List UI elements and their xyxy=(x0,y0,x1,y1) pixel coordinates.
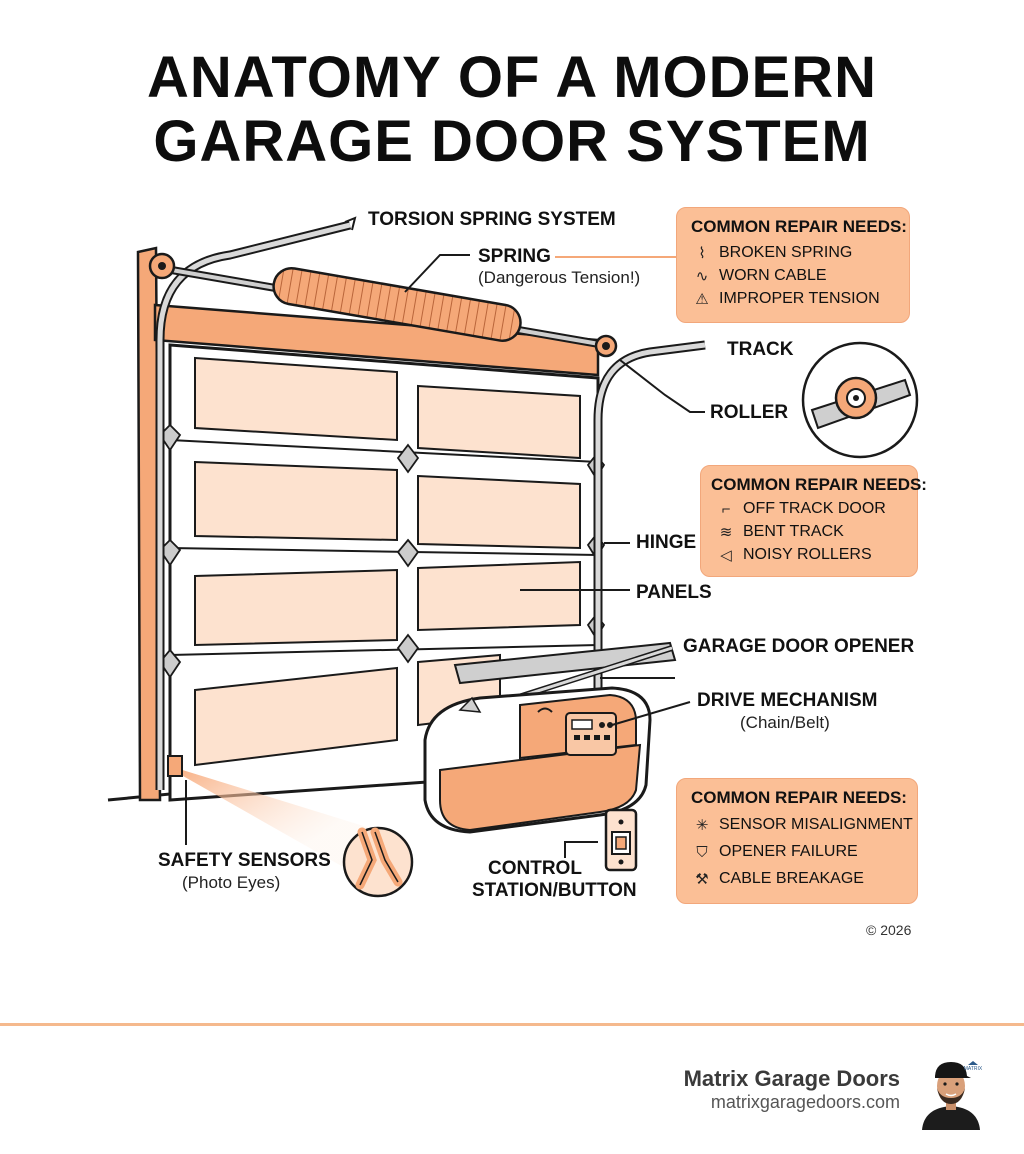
bent-track-icon: ≋ xyxy=(719,524,733,541)
wrench-icon: ⚒ xyxy=(695,871,709,888)
walking-person-icon xyxy=(342,826,414,898)
label-drive-note: (Chain/Belt) xyxy=(740,713,830,732)
repair-item: ≋BENT TRACK xyxy=(715,523,844,541)
repair-box-title: COMMON REPAIR NEEDS: xyxy=(691,217,907,236)
page-title-line-1: ANATOMY OF A MODERN xyxy=(146,45,878,110)
opener-unit xyxy=(423,686,652,834)
label-control-line-1: CONTROL xyxy=(488,858,582,879)
repair-item: ⌇BROKEN SPRING xyxy=(691,244,852,262)
label-spring-note: (Dangerous Tension!) xyxy=(478,268,641,287)
control-station-button xyxy=(604,808,638,872)
worn-cable-icon: ∿ xyxy=(695,268,709,285)
label-garage-door-opener: GARAGE DOOR OPENER xyxy=(683,636,915,657)
repair-box-spring: COMMON REPAIR NEEDS: ⌇BROKEN SPRING ∿WOR… xyxy=(676,207,910,323)
label-hinge: HINGE xyxy=(636,532,697,553)
sensor-icon: ✳ xyxy=(695,817,709,834)
sensor-beam xyxy=(176,768,370,872)
label-sensors-note: (Photo Eyes) xyxy=(182,873,281,892)
torsion-pointer xyxy=(344,216,357,231)
label-control-line-2: STATION/BUTTON xyxy=(472,880,637,901)
broken-spring-icon: ⌇ xyxy=(698,245,706,262)
door-panels xyxy=(153,303,606,802)
repair-box-title: COMMON REPAIR NEEDS: xyxy=(691,788,907,807)
repair-box-track: COMMON REPAIR NEEDS: ⌐OFF TRACK DOOR ≋BE… xyxy=(700,465,927,577)
repair-item: ∿WORN CABLE xyxy=(691,267,827,285)
label-track: TRACK xyxy=(727,339,794,360)
repair-item: ◁NOISY ROLLERS xyxy=(715,546,871,564)
repair-box-title: COMMON REPAIR NEEDS: xyxy=(711,475,927,494)
speaker-icon: ◁ xyxy=(720,547,732,564)
copyright: © 2026 xyxy=(866,922,912,938)
repair-item: ⚒CABLE BREAKAGE xyxy=(691,870,864,888)
roller-zoom-inset xyxy=(801,341,919,459)
page-title-line-2: GARAGE DOOR SYSTEM xyxy=(153,109,871,174)
garage-door-diagram xyxy=(107,216,919,898)
repair-item: ⛉OPENER FAILURE xyxy=(691,843,857,861)
warning-icon: ⚠ xyxy=(695,291,709,308)
footer-brand: Matrix Garage Doors xyxy=(683,1066,900,1091)
logo-text: MATRIX xyxy=(964,1066,983,1072)
label-roller: ROLLER xyxy=(710,402,789,423)
avatar: MATRIX xyxy=(922,1061,983,1130)
footer-divider xyxy=(0,1023,1024,1026)
off-track-icon: ⌐ xyxy=(721,500,731,518)
shield-icon: ⛉ xyxy=(696,843,708,861)
label-spring: SPRING xyxy=(478,246,551,267)
repair-box-opener: COMMON REPAIR NEEDS: ✳SENSOR MISALIGNMEN… xyxy=(676,778,918,904)
footer-url[interactable]: matrixgaragedoors.com xyxy=(710,1092,900,1112)
repair-item: ⚠IMPROPER TENSION xyxy=(691,290,879,308)
repair-item: ⌐OFF TRACK DOOR xyxy=(715,500,886,518)
repair-item: ✳SENSOR MISALIGNMENT xyxy=(691,816,913,834)
label-drive-mechanism: DRIVE MECHANISM xyxy=(697,690,878,711)
label-torsion-spring-system: TORSION SPRING SYSTEM xyxy=(368,209,616,230)
drive-pointer xyxy=(611,701,691,726)
torsion-spring xyxy=(272,267,522,342)
label-safety-sensors: SAFETY SENSORS xyxy=(158,850,331,871)
safety-sensor xyxy=(167,755,183,777)
left-door-jamb xyxy=(136,246,162,802)
label-panels: PANELS xyxy=(636,582,712,603)
